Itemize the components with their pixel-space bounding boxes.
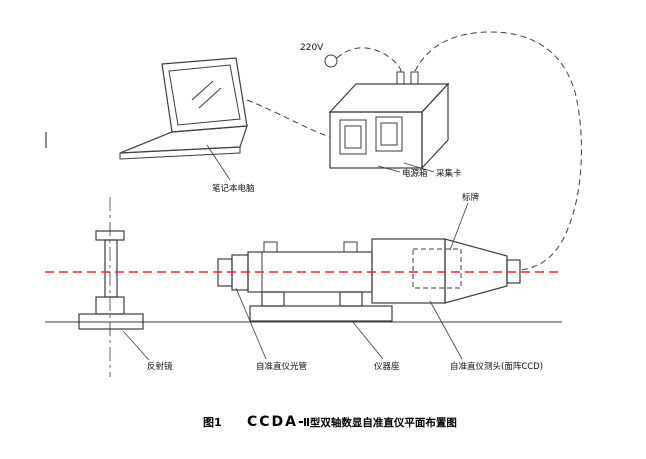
tube-leader-line <box>235 287 267 360</box>
mirror-stem <box>104 239 118 298</box>
nameplate-outline <box>412 248 462 289</box>
laptop-glass-hatch-1 <box>191 80 214 101</box>
tube-knob-2 <box>343 241 358 253</box>
head-leader-line <box>429 300 463 360</box>
socket-slot-1-inner <box>344 125 362 149</box>
power-box-label: 电源箱 <box>402 168 428 179</box>
head-body <box>371 238 446 304</box>
laptop-label: 笔记本电脑 <box>212 183 255 194</box>
mains-plug-group: 220V <box>300 43 338 68</box>
head-label: 自准直仪测头(面阵CCD) <box>450 361 543 372</box>
laptop-screen-outer <box>161 57 248 133</box>
caption-figure-number: 图1 <box>203 416 222 429</box>
cable-port-2 <box>410 71 419 85</box>
laptop-screen-inner <box>168 64 241 126</box>
socket-slot-1-outer <box>339 119 367 155</box>
laptop-leader-line <box>206 144 231 181</box>
capture-card-label: 采集卡 <box>436 168 462 179</box>
caption-latin-code: CCDA- <box>247 414 306 430</box>
voltage-label: 220V <box>300 43 324 53</box>
laptop-base-lip <box>119 146 241 160</box>
tube-support-1 <box>261 291 285 307</box>
collimator-tube-group <box>217 241 393 322</box>
power-box-leader-line <box>377 165 401 173</box>
capture-card-leader-line <box>403 162 435 173</box>
cable-laptop-to-box <box>246 99 331 138</box>
instrument-base-label: 仪器座 <box>374 361 400 372</box>
caption-title: Ⅱ型双轴数显自准直仪平面布置图 <box>303 416 457 429</box>
socket-slot-2-inner <box>380 122 398 146</box>
plug-circle-icon <box>324 54 338 68</box>
cable-port-1 <box>396 71 405 85</box>
figure-caption: 图1 CCDA- Ⅱ型双轴数显自准直仪平面布置图 <box>203 414 457 430</box>
tube-support-2 <box>339 291 363 307</box>
socket-slot-2-outer <box>375 116 403 152</box>
power-box-group: 电源箱 采集卡 <box>328 71 462 179</box>
collimator-head-group: 标牌 <box>371 192 521 304</box>
cable-box-to-head <box>414 31 582 271</box>
cable-mains-to-box <box>336 47 402 73</box>
reflector-label: 反射镜 <box>147 361 173 372</box>
tube-label: 自准直仪光管 <box>256 361 307 372</box>
laptop-group: 笔记本电脑 <box>119 57 255 194</box>
reflector-group: 反射镜 <box>78 197 173 377</box>
tube-knob-1 <box>263 241 278 253</box>
laptop-glass-hatch-2 <box>198 87 222 109</box>
nameplate-leader-line <box>449 202 469 251</box>
instrument-base-plate <box>249 305 393 322</box>
bottom-labels-group: 自准直仪光管 仪器座 自准直仪测头(面阵CCD) <box>235 287 543 372</box>
head-taper <box>444 238 508 304</box>
power-box-top-face <box>328 83 450 113</box>
reflector-leader-line <box>122 330 150 361</box>
instrument-base-leader-line <box>351 320 384 360</box>
power-box-side-face <box>421 82 449 170</box>
nameplate-label: 标牌 <box>462 192 480 203</box>
laptop-keyboard-base <box>119 125 248 154</box>
